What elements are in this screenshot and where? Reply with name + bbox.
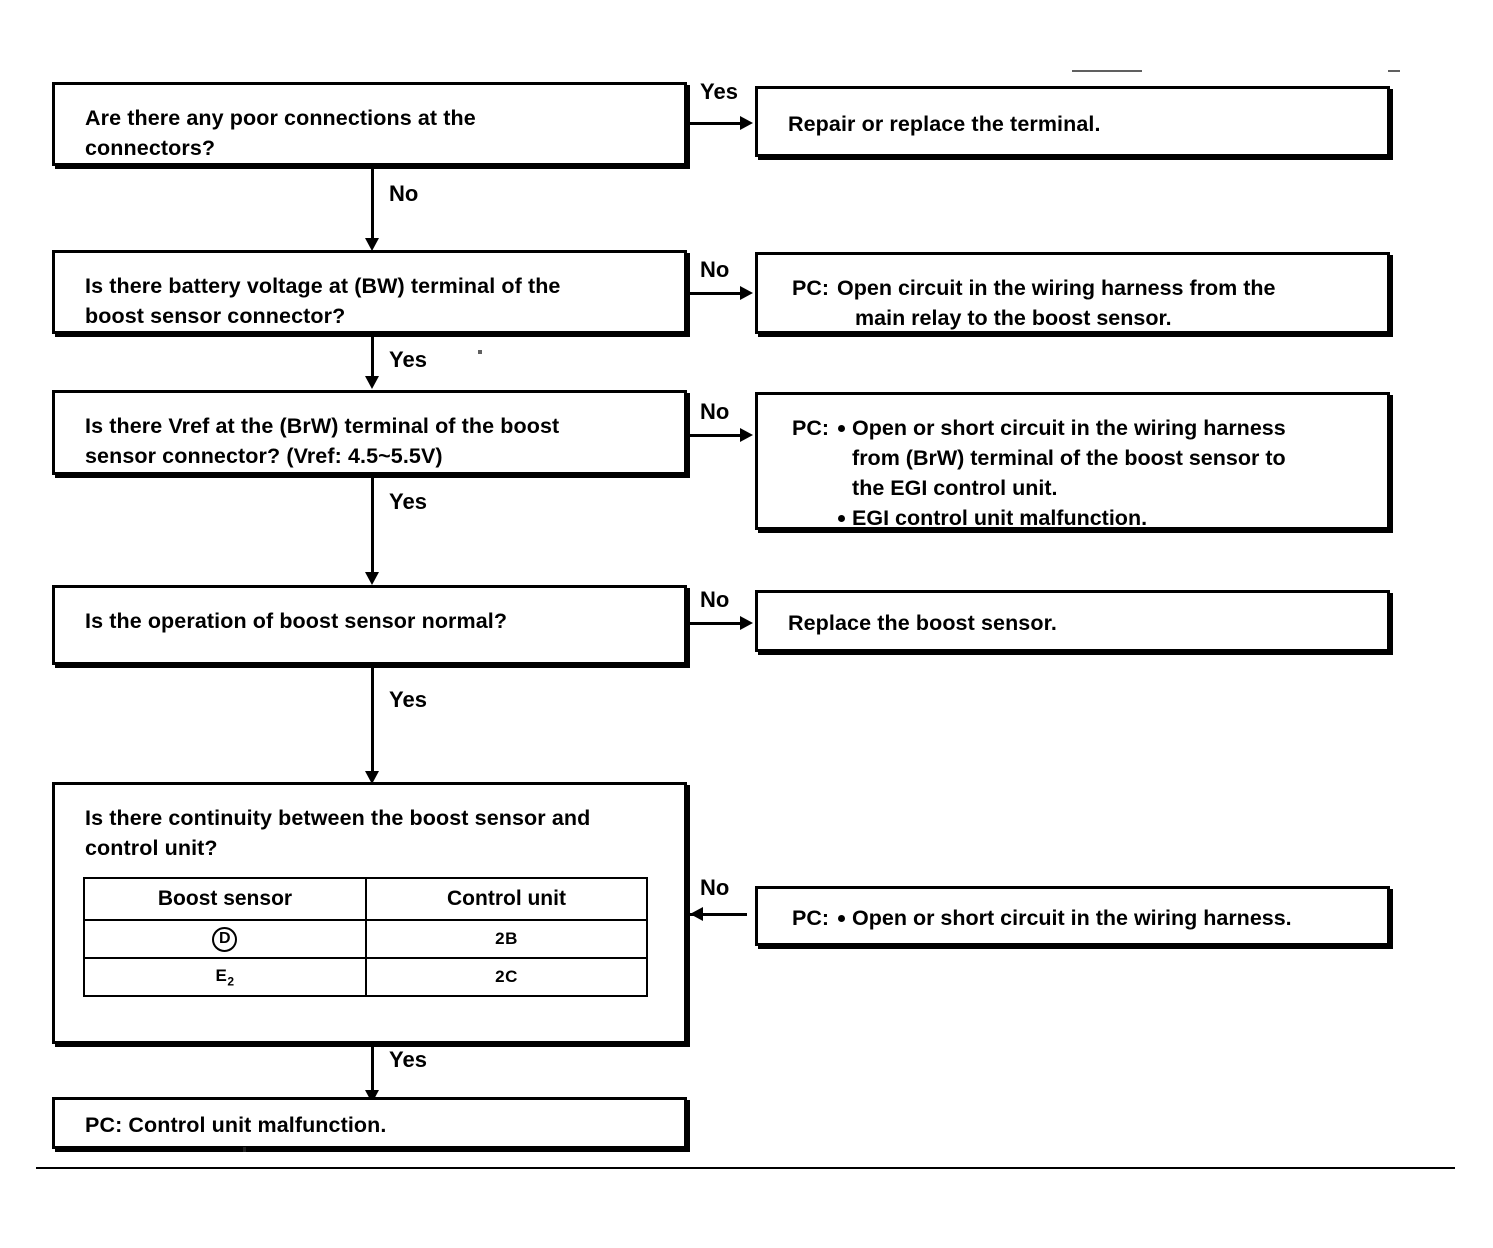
connector-q4-no — [687, 622, 742, 625]
decision-text-q5: Is there continuity between the boost se… — [85, 806, 591, 860]
result-box-q3[interactable]: PC: Open or short circuit in the wiring … — [755, 392, 1390, 530]
continuity-table: Boost sensor Control unit D 2B E2 2C — [83, 877, 649, 997]
result-text-q3: PC: Open or short circuit in the wiring … — [792, 413, 1375, 533]
table-cell-control-unit-1: 2B — [364, 919, 649, 959]
decision-box-q4[interactable]: Is the operation of boost sensor normal? — [52, 585, 687, 665]
edge-label-q2-yes: Yes — [389, 347, 427, 372]
result-box-q2[interactable]: PC: Open circuit in the wiring harness f… — [755, 252, 1390, 334]
terminal-text: PC: Control unit malfunction. — [85, 1113, 387, 1137]
connector-q3-yes — [371, 475, 374, 578]
decision-box-q5[interactable]: Is there continuity between the boost se… — [52, 782, 687, 1044]
arrowhead-q1-yes — [740, 116, 753, 130]
table-cell-boost-sensor-1: D — [83, 919, 367, 959]
scan-artifact — [1072, 70, 1142, 72]
decision-text-q4: Is the operation of boost sensor normal? — [85, 609, 508, 633]
connector-q5-no — [687, 913, 747, 916]
arrowhead-q4-no — [740, 616, 753, 630]
result-text-q1: Repair or replace the terminal. — [788, 112, 1101, 136]
edge-label-q3-yes: Yes — [389, 489, 427, 514]
result-bullet-q3-2: EGI control unit malfunction. — [837, 503, 1375, 533]
scan-artifact — [243, 1147, 246, 1152]
subscript-2: 2 — [227, 974, 235, 989]
result-text-q2: PC: Open circuit in the wiring harness f… — [792, 273, 1375, 333]
terminal-box[interactable]: PC: Control unit malfunction. — [52, 1097, 687, 1149]
connector-q2-no — [687, 292, 742, 295]
result-box-q5[interactable]: PC: Open or short circuit in the wiring … — [755, 886, 1390, 946]
connector-q4-yes — [371, 665, 374, 777]
edge-label-q2-no: No — [700, 257, 730, 282]
scan-artifact — [1388, 70, 1400, 72]
decision-box-q2[interactable]: Is there battery voltage at (BW) termina… — [52, 250, 687, 334]
pc-label-q5: PC: — [792, 906, 830, 930]
arrowhead-q2-yes — [365, 376, 379, 389]
result-box-q1[interactable]: Repair or replace the terminal. — [755, 86, 1390, 157]
arrowhead-q5-no — [690, 907, 703, 921]
circled-d-symbol: D — [212, 926, 238, 952]
result-cont-q2: main relay to the boost sensor. — [855, 306, 1172, 330]
result-text-q5: PC: Open or short circuit in the wiring … — [792, 903, 1375, 933]
result-bullet-q3-1: Open or short circuit in the wiring harn… — [837, 413, 1375, 503]
decision-text-q2: Is there battery voltage at (BW) termina… — [85, 274, 561, 328]
arrowhead-q1-no — [365, 238, 379, 251]
decision-text-q3: Is there Vref at the (BrW) terminal of t… — [85, 414, 560, 468]
table-cell-boost-sensor-2: E2 — [83, 957, 367, 997]
pc-label-q3: PC: — [792, 416, 830, 440]
arrowhead-q3-yes — [365, 572, 379, 585]
scan-artifact — [478, 350, 482, 354]
page-rule — [36, 1167, 1455, 1169]
table-row: D 2B — [83, 919, 649, 959]
connector-q3-no — [687, 434, 742, 437]
table-header-row: Boost sensor Control unit — [83, 877, 649, 921]
connector-q1-no — [371, 166, 374, 244]
table-row: E2 2C — [83, 957, 649, 997]
result-box-q4[interactable]: Replace the boost sensor. — [755, 590, 1390, 652]
arrowhead-q2-no — [740, 286, 753, 300]
decision-box-q3[interactable]: Is there Vref at the (BrW) terminal of t… — [52, 390, 687, 475]
connector-q2-yes — [371, 334, 374, 382]
decision-box-q1[interactable]: Are there any poor connections at the co… — [52, 82, 687, 166]
connector-q5-yes — [371, 1044, 374, 1096]
pc-label-q2: PC: — [792, 276, 830, 300]
edge-label-q5-no: No — [700, 875, 730, 900]
decision-text-q1: Are there any poor connections at the co… — [85, 106, 476, 160]
edge-label-q1-yes: Yes — [700, 79, 738, 104]
table-cell-control-unit-2: 2C — [364, 957, 649, 997]
edge-label-q4-yes: Yes — [389, 687, 427, 712]
result-bullet-q5-1: Open or short circuit in the wiring harn… — [837, 903, 1375, 933]
connector-q1-yes — [687, 122, 742, 125]
result-line-q2: Open circuit in the wiring harness from … — [837, 276, 1276, 300]
edge-label-q1-no: No — [389, 181, 419, 206]
table-header-control-unit: Control unit — [364, 877, 649, 921]
edge-label-q3-no: No — [700, 399, 730, 424]
result-text-q4: Replace the boost sensor. — [788, 611, 1057, 635]
arrowhead-q3-no — [740, 428, 753, 442]
edge-label-q4-no: No — [700, 587, 730, 612]
table-header-boost-sensor: Boost sensor — [83, 877, 367, 921]
arrowhead-q4-yes — [365, 771, 379, 784]
edge-label-q5-yes: Yes — [389, 1047, 427, 1072]
